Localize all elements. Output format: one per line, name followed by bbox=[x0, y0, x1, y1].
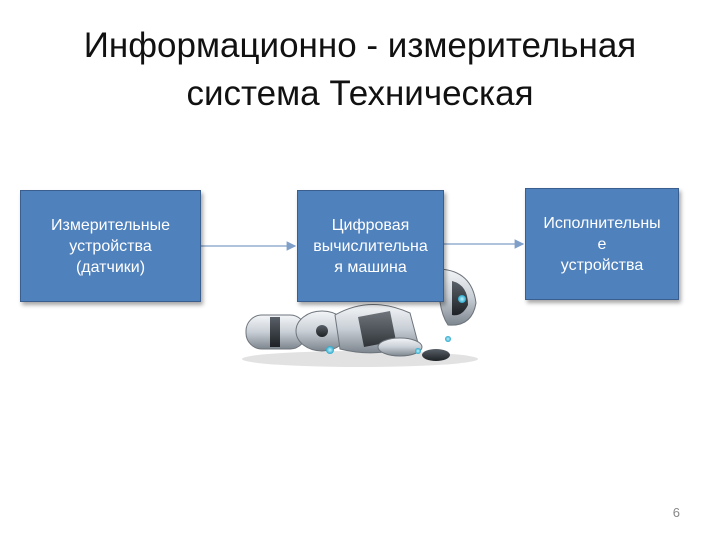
slide-title: Информационно - измерительная система Те… bbox=[20, 22, 700, 118]
page-number: 6 bbox=[672, 505, 680, 520]
node-actuators: Исполнительны е устройства bbox=[525, 188, 679, 300]
robot-illustration bbox=[242, 268, 478, 367]
title-line-2: система Техническая bbox=[186, 74, 534, 113]
title-line-1: Информационно - измерительная bbox=[83, 26, 637, 65]
node-computer: Цифровая вычислительна я машина bbox=[297, 190, 444, 302]
node-sensors: Измерительные устройства (датчики) bbox=[20, 190, 201, 302]
